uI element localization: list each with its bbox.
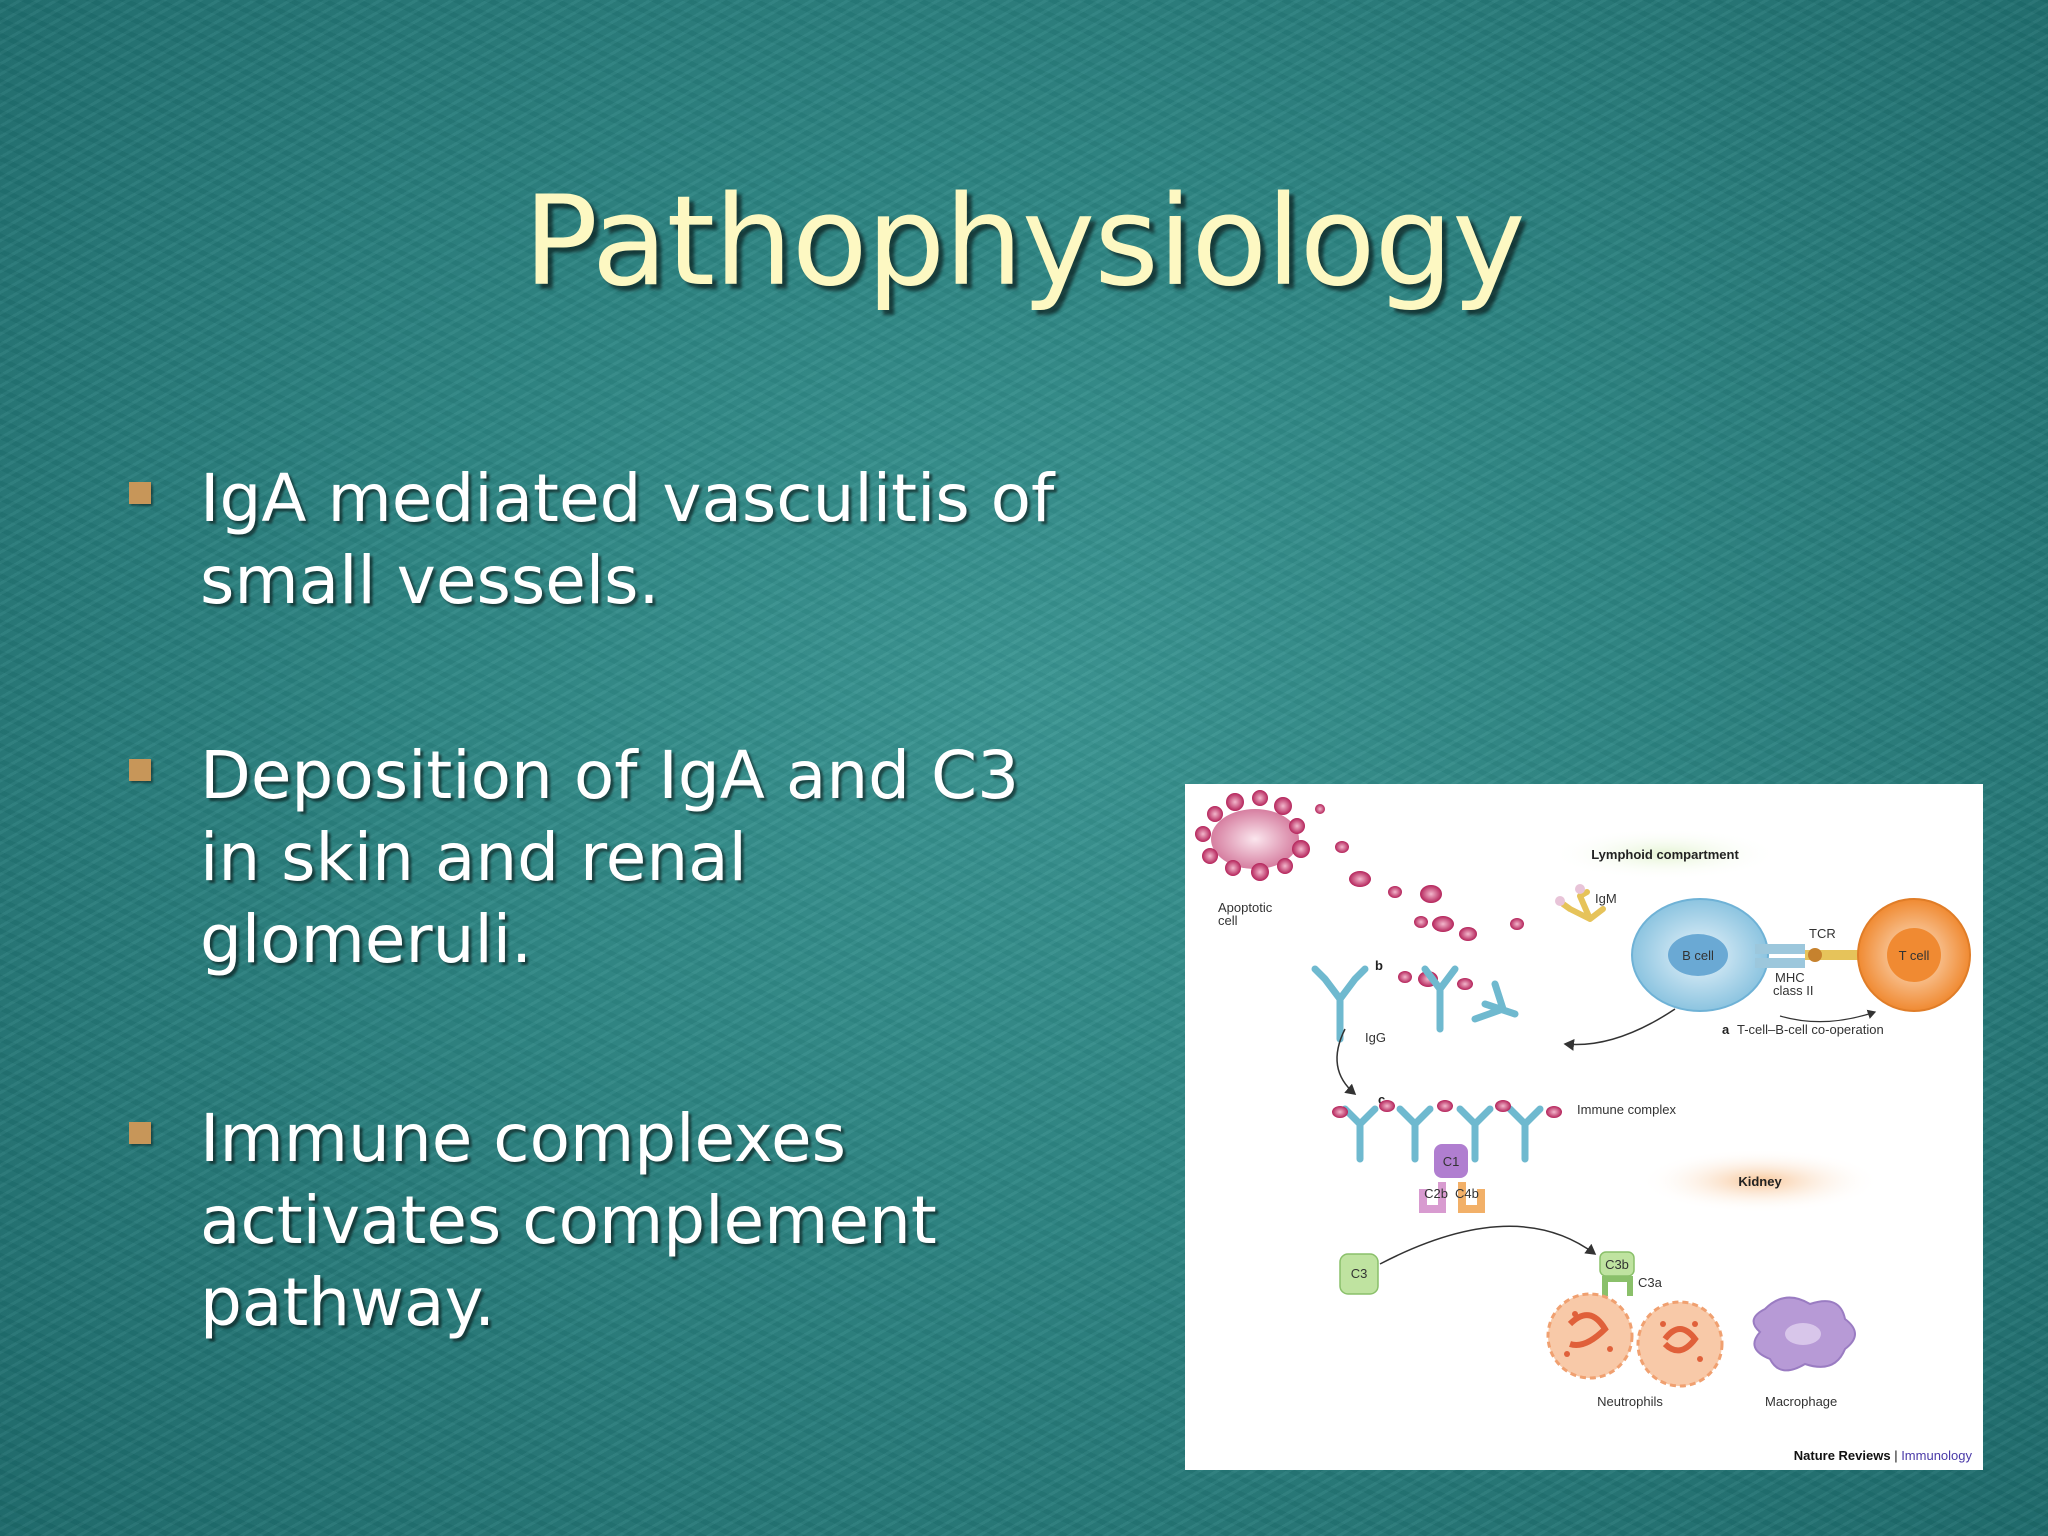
- c4b-protein-icon: [1458, 1182, 1485, 1213]
- kidney-glow: [1640, 1149, 1880, 1213]
- label-c2b: C2b: [1424, 1186, 1448, 1201]
- bullet-line: in skin and renal: [200, 819, 747, 896]
- igg-antibody-icon: [1311, 965, 1519, 1043]
- label-c3: C3: [1351, 1266, 1368, 1281]
- c1-protein-icon: [1434, 1144, 1468, 1178]
- label-lymphoid-compartment: Lymphoid compartment: [1591, 847, 1739, 862]
- label-t-b-cooperation: T-cell–B-cell co-operation: [1737, 1022, 1884, 1037]
- bullet-line: small vessels.: [200, 542, 660, 619]
- arrow-icon: [1379, 1225, 1597, 1265]
- label-t-cell: T cell: [1899, 948, 1930, 963]
- neutrophil-icon: [1546, 1292, 1634, 1380]
- slide-title: Pathophysiology: [523, 170, 1525, 314]
- label-neutrophils: Neutrophils: [1597, 1394, 1663, 1409]
- c3a-protein-icon: [1602, 1276, 1633, 1296]
- label-macrophage: Macrophage: [1765, 1394, 1837, 1409]
- bullet-line: IgA mediated vasculitis of: [200, 460, 1055, 537]
- c2b-protein-icon: [1419, 1182, 1446, 1213]
- label-apoptotic-cell: cell: [1218, 913, 1238, 928]
- label-c3a: C3a: [1638, 1275, 1663, 1290]
- arrow-icon: [1563, 1008, 1676, 1051]
- t-cell-icon: [1857, 898, 1971, 1012]
- bullet-text: IgA mediated vasculitis of small vessels…: [200, 458, 1060, 622]
- label-apoptotic: Apoptotic: [1218, 900, 1273, 915]
- credit-separator: |: [1891, 1448, 1902, 1463]
- label-tcr: TCR: [1809, 926, 1836, 941]
- credit-section: Immunology: [1901, 1448, 1972, 1463]
- label-kidney: Kidney: [1738, 1174, 1782, 1189]
- label-c3b: C3b: [1605, 1257, 1629, 1272]
- lymphoid-compartment-glow: [1550, 828, 1780, 880]
- immunology-figure: Apoptotic cell Lymphoid compartment: [1185, 784, 1983, 1470]
- igm-antibody-icon: [1555, 884, 1606, 922]
- label-mhc-class: class II: [1773, 983, 1813, 998]
- label-panel-c: c: [1378, 1092, 1385, 1107]
- bullet-line: activates complement: [200, 1182, 937, 1259]
- bullet-text: Immune complexes activates complement pa…: [200, 1098, 1060, 1344]
- credit-journal: Nature Reviews: [1794, 1448, 1891, 1463]
- bullet-text: Deposition of IgA and C3 in skin and ren…: [200, 735, 1060, 981]
- arrow-icon: [1779, 1009, 1877, 1023]
- label-igm: IgM: [1595, 891, 1617, 906]
- arrow-icon: [1336, 1028, 1357, 1095]
- label-panel-b: b: [1375, 958, 1383, 973]
- bullet-line: Immune complexes: [200, 1100, 846, 1177]
- tcr-mhc-connector-icon: [1755, 944, 1860, 968]
- label-b-cell: B cell: [1682, 948, 1714, 963]
- bullet-line: pathway.: [200, 1264, 496, 1341]
- bullet-square-icon: [129, 1122, 151, 1144]
- figure-credit: Nature Reviews | Immunology: [1794, 1448, 1973, 1463]
- apoptotic-cell-icon: [1195, 790, 1325, 881]
- c3-protein-icon: [1339, 1253, 1379, 1295]
- label-c4b: C4b: [1455, 1186, 1479, 1201]
- macrophage-icon: [1752, 1296, 1856, 1372]
- label-mhc: MHC: [1775, 970, 1805, 985]
- b-cell-icon: [1631, 898, 1769, 1012]
- label-panel-a: a: [1722, 1022, 1730, 1037]
- bullet-line: glomeruli.: [200, 901, 533, 978]
- label-c1: C1: [1443, 1154, 1460, 1169]
- bullet-line: Deposition of IgA and C3: [200, 737, 1020, 814]
- neutrophil-icon: [1636, 1300, 1724, 1388]
- apoptotic-bodies-icon: [1335, 841, 1524, 990]
- immune-complex-icon: [1332, 1100, 1562, 1163]
- label-igg: IgG: [1365, 1030, 1386, 1045]
- label-immune-complex: Immune complex: [1577, 1102, 1676, 1117]
- bullet-square-icon: [129, 482, 151, 504]
- bullet-square-icon: [129, 759, 151, 781]
